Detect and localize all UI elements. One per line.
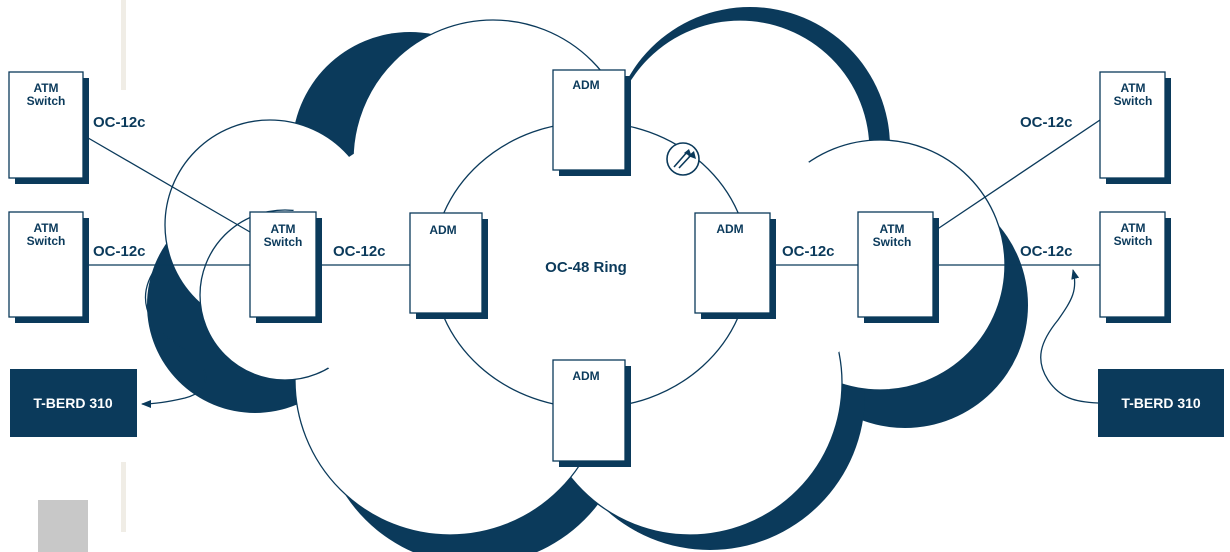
link-label-center-right: OC-12c bbox=[782, 243, 835, 260]
link-label-left-top: OC-12c bbox=[93, 114, 146, 131]
link-label-right-top: OC-12c bbox=[1020, 114, 1073, 131]
adm-right bbox=[694, 212, 776, 319]
link-line-right-top bbox=[932, 119, 1101, 233]
test-lead-right bbox=[1040, 269, 1099, 404]
atm-label-line: Switch bbox=[264, 235, 303, 249]
atm-label-line: ATM bbox=[879, 222, 904, 236]
atm-switch-center-right bbox=[857, 211, 939, 323]
atm-label-line: Switch bbox=[27, 94, 66, 108]
adm-top-label: ADM bbox=[572, 78, 599, 92]
page-margin-rule-bottom bbox=[121, 462, 126, 532]
adm-left-label: ADM bbox=[429, 223, 456, 237]
tberd-left-label: T-BERD 310 bbox=[33, 395, 113, 411]
atm-label-line: ATM bbox=[270, 222, 295, 236]
atm-switch-right-top bbox=[1099, 71, 1171, 184]
fiber-link-icon bbox=[666, 142, 700, 176]
atm-label-line: Switch bbox=[27, 234, 66, 248]
adm-bottom bbox=[552, 359, 631, 467]
adm-left bbox=[409, 212, 488, 319]
atm-switch-right-bottom bbox=[1099, 211, 1171, 323]
page-margin-rule-top bbox=[121, 0, 126, 90]
atm-label-line: Switch bbox=[1114, 94, 1153, 108]
adm-right-label: ADM bbox=[716, 222, 743, 236]
atm-label-line: Switch bbox=[1114, 234, 1153, 248]
atm-switch-left-top bbox=[8, 71, 89, 184]
tberd-tester-left: T-BERD 310 bbox=[10, 369, 137, 437]
atm-label-line: ATM bbox=[1120, 221, 1145, 235]
link-label-left-bottom: OC-12c bbox=[93, 243, 146, 260]
link-label-right-bottom: OC-12c bbox=[1020, 243, 1073, 260]
link-line-left-top bbox=[82, 134, 251, 233]
oc48-ring-label: OC-48 Ring bbox=[545, 259, 627, 276]
adm-top bbox=[552, 69, 631, 176]
tberd-right-label: T-BERD 310 bbox=[1121, 395, 1201, 411]
atm-label-line: Switch bbox=[873, 235, 912, 249]
page-tab-marker bbox=[38, 500, 88, 552]
atm-switch-center-left bbox=[249, 211, 322, 323]
atm-label-line: ATM bbox=[33, 221, 58, 235]
link-label-center-left: OC-12c bbox=[333, 243, 386, 260]
adm-bottom-label: ADM bbox=[572, 369, 599, 383]
atm-label-line: ATM bbox=[1120, 81, 1145, 95]
tberd-tester-right: T-BERD 310 bbox=[1098, 369, 1224, 437]
test-lead-left bbox=[141, 264, 207, 408]
atm-label-line: ATM bbox=[33, 81, 58, 95]
atm-switch-left-bottom bbox=[8, 211, 89, 323]
